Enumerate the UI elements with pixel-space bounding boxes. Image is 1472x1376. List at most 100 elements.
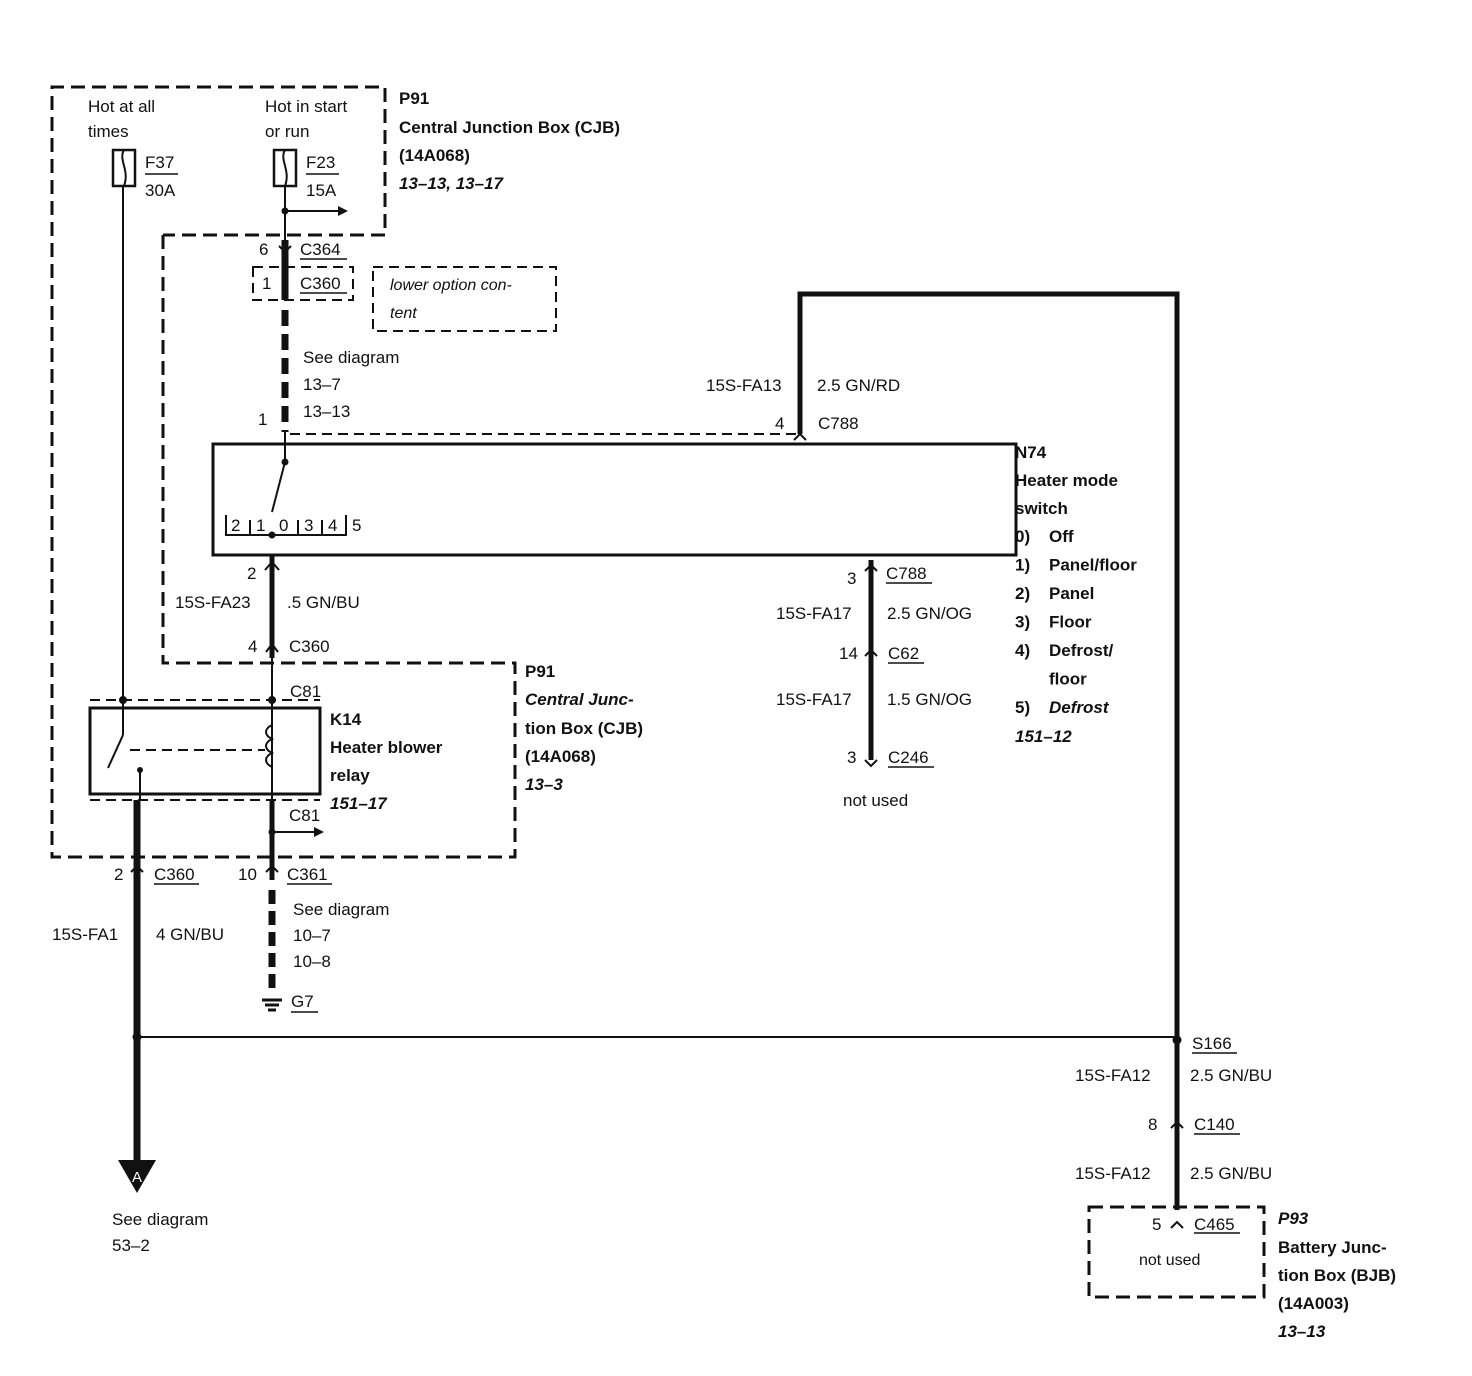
connector-c788-top: C788 xyxy=(818,414,859,433)
connector-marks xyxy=(130,245,1184,1229)
junction-dot xyxy=(119,696,127,704)
bjb-part: (14A003) xyxy=(1278,1294,1349,1313)
connector-c246: C246 xyxy=(888,748,929,767)
see-diagram-ground-ref-2: 10–8 xyxy=(293,952,331,971)
switch-legend-num: 0) xyxy=(1015,527,1030,546)
pin-3-c788: 3 xyxy=(847,569,856,588)
cjb-top-part: (14A068) xyxy=(399,146,470,165)
heater-mode-switch-body xyxy=(211,442,1018,557)
connector-c465: C465 xyxy=(1194,1215,1235,1234)
pin-2-switch: 2 xyxy=(247,564,256,583)
circuit-fa13: 15S-FA13 xyxy=(706,376,782,395)
connector-c360-lower: C360 xyxy=(154,865,195,884)
fuse-f23-rating: 15A xyxy=(306,181,337,200)
see-diagram-ref-2: 13–13 xyxy=(303,402,350,421)
switch-legend-num: 2) xyxy=(1015,584,1030,603)
connector-c81-bottom: C81 xyxy=(289,806,320,825)
connector-c360: C360 xyxy=(300,274,341,293)
hot-start-label-2: or run xyxy=(265,122,309,141)
ground-g7: G7 xyxy=(291,992,314,1011)
c360-option-box xyxy=(252,266,354,301)
arrow-right-icon xyxy=(314,827,324,837)
fuse-f23-id: F23 xyxy=(306,153,335,172)
hot-always-label-1: Hot at all xyxy=(88,97,155,116)
cjb-lower-name-2: tion Box (CJB) xyxy=(525,719,643,738)
switch-legend-label: floor xyxy=(1049,670,1087,689)
pin-2-c360: 2 xyxy=(114,865,123,884)
fuse-f37-id: F37 xyxy=(145,153,174,172)
connector-c361: C361 xyxy=(287,865,328,884)
pin-10: 10 xyxy=(238,865,257,884)
cjb-lower-page: 13–3 xyxy=(525,775,563,794)
splice-s166: S166 xyxy=(1192,1034,1232,1053)
see-diagram-a-ref: 53–2 xyxy=(112,1236,150,1255)
see-diagram-a: See diagram xyxy=(112,1210,208,1229)
switch-legend-label: Off xyxy=(1049,527,1074,546)
fuse-f37-element xyxy=(121,149,127,187)
bjb-name-1: Battery Junc- xyxy=(1278,1238,1387,1257)
fuse-f23-element xyxy=(282,149,288,187)
pin-8: 8 xyxy=(1148,1115,1157,1134)
switch-legend-num: 3) xyxy=(1015,613,1030,632)
relay-switch-blade xyxy=(107,734,124,769)
connector-c788: C788 xyxy=(886,564,927,583)
circuit-fa12-a: 15S-FA12 xyxy=(1075,1066,1151,1085)
switch-name-2: switch xyxy=(1015,499,1068,518)
connector-c360-mid: C360 xyxy=(289,637,330,656)
switch-legend-label: Defrost/ xyxy=(1049,641,1114,660)
cjb-top-name: Central Junction Box (CJB) xyxy=(399,118,620,137)
off-page-arrow-icon xyxy=(118,1160,156,1193)
not-used-c465: not used xyxy=(1139,1252,1200,1269)
arrow-right-icon xyxy=(338,206,348,216)
switch-position-0: 0 xyxy=(279,516,288,535)
hot-start-label-1: Hot in start xyxy=(265,97,347,116)
lower-option-box xyxy=(372,266,557,332)
pin-1: 1 xyxy=(262,274,271,293)
switch-contact-bus xyxy=(225,515,347,536)
pin-3-c246: 3 xyxy=(847,748,856,767)
connector-underlines xyxy=(145,173,1240,1234)
switch-legend-num: 1) xyxy=(1015,556,1030,575)
switch-legend-num: 4) xyxy=(1015,641,1030,660)
splice-dot xyxy=(1172,1035,1182,1045)
junction-dot xyxy=(268,531,276,539)
junction-dot xyxy=(132,1032,142,1042)
switch-legend-label: Defrost xyxy=(1049,698,1110,717)
switch-name-1: Heater mode xyxy=(1015,471,1118,490)
hot-always-label-2: times xyxy=(88,122,129,141)
wire-spec-fa17-a: 2.5 GN/OG xyxy=(887,604,972,623)
wire-spec-fa12-b: 2.5 GN/BU xyxy=(1190,1164,1272,1183)
cjb-top-outline xyxy=(50,85,517,859)
cjb-lower-name-1: Central Junc- xyxy=(525,690,634,709)
circuit-fa12-b: 15S-FA12 xyxy=(1075,1164,1151,1183)
circuit-fa17-b: 15S-FA17 xyxy=(776,690,852,709)
see-diagram-label: See diagram xyxy=(303,348,399,367)
bjb-page: 13–13 xyxy=(1278,1322,1326,1341)
switch-legend-num: 5) xyxy=(1015,698,1030,717)
wire-spec-fa13: 2.5 GN/RD xyxy=(817,376,900,395)
option-note-2: tent xyxy=(390,305,417,322)
switch-legend-label: Floor xyxy=(1049,613,1092,632)
relay-name-1: Heater blower xyxy=(330,738,443,757)
junction-dot xyxy=(268,696,276,704)
circuit-fa1: 15S-FA1 xyxy=(52,925,118,944)
switch-position-2: 2 xyxy=(231,516,240,535)
cjb-lower-part: (14A068) xyxy=(525,747,596,766)
switch-ref: N74 xyxy=(1015,443,1047,462)
switch-legend-label: Panel xyxy=(1049,584,1094,603)
wire-fa13-loop xyxy=(797,291,1180,1040)
pin-5: 5 xyxy=(1152,1215,1161,1234)
cjb-top-ref: P91 xyxy=(399,89,429,108)
switch-position-5: 5 xyxy=(352,516,361,535)
pin-1-switch: 1 xyxy=(258,410,267,429)
connector-c364: C364 xyxy=(300,240,341,259)
cjb-top-pages: 13–13, 13–17 xyxy=(399,174,505,193)
bjb-ref: P93 xyxy=(1278,1209,1309,1228)
see-diagram-ground: See diagram xyxy=(293,900,389,919)
fuse-f37-rating: 30A xyxy=(145,181,176,200)
wire-spec-fa17-b: 1.5 GN/OG xyxy=(887,690,972,709)
wire-spec-fa1: 4 GN/BU xyxy=(156,925,224,944)
cjb-lower-ref: P91 xyxy=(525,662,555,681)
